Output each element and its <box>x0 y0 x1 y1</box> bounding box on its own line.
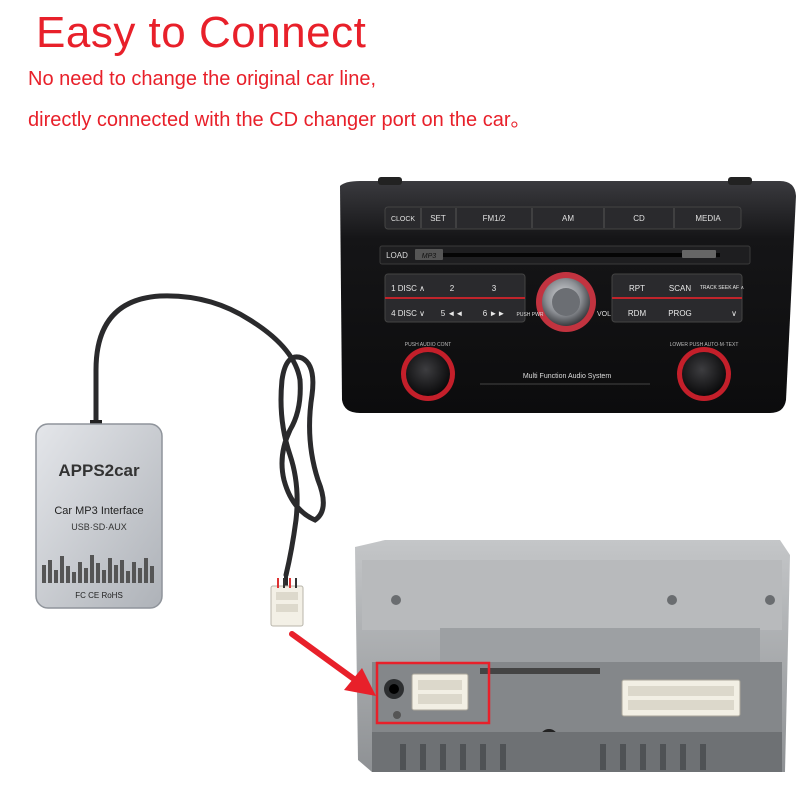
button-clock: CLOCK <box>391 216 415 223</box>
device-product-name: Car MP3 Interface <box>54 505 143 517</box>
preset-3: 3 <box>492 284 497 293</box>
mode-buttons: RPT SCAN TRACK SEEK AF ∧ RDM PROG ∨ <box>611 273 745 323</box>
preset-1: 1 DISC ∧ <box>391 284 425 293</box>
mfs-label: Multi Function Audio System <box>523 373 611 380</box>
red-arrow <box>289 631 376 696</box>
right-knob: LOWER PUSH AUTO·M·TEXT <box>670 342 739 401</box>
device-brand: APPS2car <box>58 461 140 480</box>
mp3-badge: MP3 <box>422 253 437 260</box>
button-track-seek: TRACK SEEK AF ∧ <box>700 285 745 291</box>
button-fm: FM1/2 <box>483 214 506 223</box>
cd-changer-port <box>411 673 469 711</box>
preset-6: 6 ►► <box>483 309 506 318</box>
port-highlight-box <box>375 661 491 725</box>
cd-slot: LOAD MP3 <box>379 245 751 265</box>
subtitle-line-1: No need to change the original car line, <box>28 68 377 90</box>
right-knob-label: LOWER PUSH AUTO·M·TEXT <box>670 342 739 348</box>
left-knob: PUSH AUDIO CONT <box>401 342 455 401</box>
preset-buttons: 1 DISC ∧ 2 3 4 DISC ∨ 5 ◄◄ 6 ►► <box>384 273 526 323</box>
subtitle-line-2: directly connected with the CD changer p… <box>28 109 531 131</box>
car-radio: CLOCK SET FM1/2 AM CD MEDIA LOAD MP3 1 D… <box>340 177 796 413</box>
preset-4: 4 DISC ∨ <box>391 309 425 318</box>
preset-5: 5 ◄◄ <box>441 309 464 318</box>
button-load: LOAD <box>386 251 408 260</box>
button-cd: CD <box>633 214 645 223</box>
button-media: MEDIA <box>695 214 721 223</box>
button-rpt: RPT <box>629 284 645 293</box>
button-down: ∨ <box>731 309 737 318</box>
radio-top-buttons: CLOCK SET FM1/2 AM CD MEDIA <box>384 206 742 230</box>
radio-chassis-back <box>355 540 790 772</box>
push-pwr-label: PUSH PWR <box>517 312 544 318</box>
button-set: SET <box>430 214 446 223</box>
device-ports: USB·SD·AUX <box>71 522 127 532</box>
vol-label: VOL <box>597 311 611 318</box>
button-prog: PROG <box>668 309 692 318</box>
mp3-interface-device: APPS2car Car MP3 Interface USB·SD·AUX FC… <box>35 420 163 609</box>
left-knob-label: PUSH AUDIO CONT <box>405 342 451 348</box>
button-rdm: RDM <box>628 309 647 318</box>
button-scan: SCAN <box>669 284 691 293</box>
main-harness-port <box>621 679 741 717</box>
device-certifications: FC CE RoHS <box>75 591 123 600</box>
equalizer-graphic <box>42 555 154 583</box>
preset-2: 2 <box>450 284 455 293</box>
page-title: Easy to Connect <box>36 8 367 57</box>
volume-knob: PUSH PWR VOL <box>517 272 611 332</box>
button-am: AM <box>562 214 574 223</box>
connector-plug <box>270 578 304 627</box>
